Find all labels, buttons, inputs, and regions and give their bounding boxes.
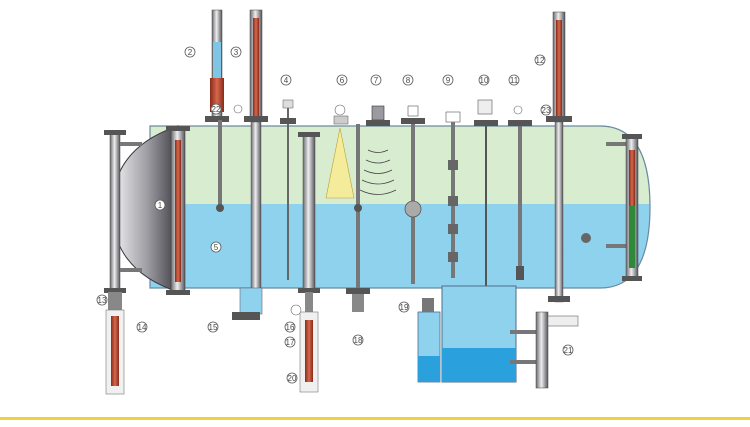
callout-label: 7 (374, 76, 379, 85)
probe-left (280, 99, 296, 280)
external-gauge-right (606, 134, 642, 281)
callout-19: 19 (398, 301, 410, 313)
callout-label: 2 (188, 48, 193, 57)
multipoint-level-switch (445, 111, 461, 278)
callout-4: 4 (280, 74, 292, 86)
radar-cone-transmitter (325, 104, 355, 199)
callout-label: 22 (212, 105, 221, 114)
vessel-left-head (111, 125, 179, 293)
callout-2: 2 (184, 46, 196, 58)
callout-label: 13 (98, 296, 107, 305)
top-tall-gauge-center-left (232, 9, 268, 320)
callout-label: 15 (209, 323, 218, 332)
callout-17: 17 (284, 336, 296, 348)
callout-5: 5 (210, 241, 222, 253)
callout-label: 12 (536, 56, 545, 65)
vessel-shell (149, 125, 651, 289)
callout-9: 9 (442, 74, 454, 86)
callout-10: 10 (478, 74, 490, 86)
callout-label: 23 (542, 106, 551, 115)
callout-label: 8 (406, 76, 411, 85)
callout-22: 22 (210, 103, 222, 115)
callout-label: 20 (288, 374, 297, 383)
callout-label: 16 (286, 323, 295, 332)
callout-20: 20 (286, 372, 298, 384)
callout-21: 21 (562, 344, 574, 356)
guided-wave-probe (346, 124, 370, 312)
callout-label: 3 (234, 48, 239, 57)
bottom-magnetic-gauge-center (290, 132, 320, 393)
callout-8: 8 (402, 74, 414, 86)
callout-16: 16 (284, 321, 296, 333)
bottom-boot-sump (417, 285, 579, 389)
float-ball-probe (401, 105, 425, 284)
top-tall-gauge-right (546, 11, 591, 303)
ultrasonic-transmitter (359, 105, 397, 195)
callout-label: 9 (446, 76, 451, 85)
callout-13: 13 (96, 294, 108, 306)
callout-23: 23 (540, 104, 552, 116)
top-magnetic-gauge-left (205, 9, 229, 212)
callout-14: 14 (136, 321, 148, 333)
callout-15: 15 (207, 321, 219, 333)
callout-12: 12 (534, 54, 546, 66)
rf-admittance-probe (508, 105, 532, 280)
callout-label: 6 (340, 76, 345, 85)
callout-7: 7 (370, 74, 382, 86)
external-bypass-gauge-left (104, 130, 142, 395)
callout-label: 11 (510, 76, 519, 85)
callout-label: 4 (284, 76, 289, 85)
callout-1: 1 (154, 199, 166, 211)
callout-label: 5 (214, 243, 219, 252)
callout-18: 18 (352, 334, 364, 346)
callout-3: 3 (230, 46, 242, 58)
callout-label: 1 (158, 201, 163, 210)
callout-label: 14 (138, 323, 147, 332)
callout-11: 11 (508, 74, 520, 86)
callout-label: 10 (480, 76, 489, 85)
callout-6: 6 (336, 74, 348, 86)
capacitance-probe (474, 99, 498, 286)
bottom-yellow-rule (0, 417, 750, 420)
callout-label: 17 (286, 338, 295, 347)
callout-label: 21 (564, 346, 573, 355)
callout-label: 19 (400, 303, 409, 312)
callout-label: 18 (354, 336, 363, 345)
left-head-level-gauge (166, 126, 190, 295)
